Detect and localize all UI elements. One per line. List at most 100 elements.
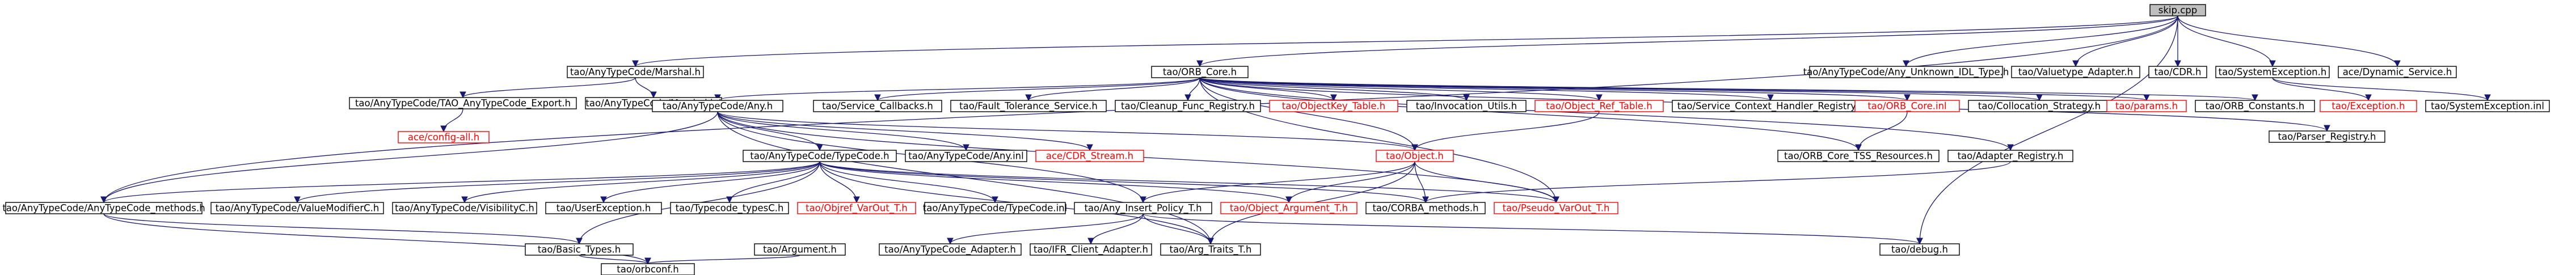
node-label: tao/AnyTypeCode/ValueModifierC.h bbox=[216, 203, 380, 214]
edge-any_insert-to-arg_traits bbox=[1142, 213, 1214, 245]
node-tao_export[interactable]: tao/AnyTypeCode/TAO_AnyTypeCode_Export.h bbox=[349, 97, 577, 109]
node-ace_cdr_stream[interactable]: ace/CDR_Stream.h bbox=[1035, 150, 1144, 162]
node-label: tao/Cleanup_Func_Registry.h bbox=[1121, 101, 1255, 112]
edge-typecode_h-to-tc_methods bbox=[100, 161, 820, 204]
node-any_unknown[interactable]: tao/AnyTypeCode/Any_Unknown_IDL_Type.h bbox=[1803, 66, 2009, 78]
node-orb_core_inl[interactable]: tao/ORB_Core.inl bbox=[1854, 100, 1960, 112]
edge-object_h-to-pseudo_varout bbox=[1414, 161, 1559, 204]
node-label: tao/Service_Context_Handler_Registry.h bbox=[1677, 101, 1864, 112]
edge-typecode_h-to-pseudo_varout bbox=[819, 161, 1559, 204]
node-label: tao/Valuetype_Adapter.h bbox=[2018, 67, 2133, 78]
node-sysexc_h[interactable]: tao/SystemException.h bbox=[2215, 66, 2330, 78]
edge-skip-to-debug_h bbox=[1916, 15, 2178, 245]
node-anytc_adapter[interactable]: tao/AnyTypeCode_Adapter.h bbox=[879, 243, 1022, 256]
node-label: tao/Object_Ref_Table.h bbox=[1546, 101, 1652, 112]
edge-skip-to-marshal_h bbox=[632, 15, 2178, 67]
node-label: tao/UserException.h bbox=[556, 203, 651, 214]
node-typecode_inl[interactable]: tao/AnyTypeCode/TypeCode.inl bbox=[923, 202, 1067, 214]
node-orbconf[interactable]: tao/orbconf.h bbox=[601, 263, 695, 275]
node-label: tao/Exception.h bbox=[2332, 101, 2405, 112]
node-parser_registry[interactable]: tao/Parser_Registry.h bbox=[2269, 130, 2385, 143]
edge-typecode_h-to-visibility bbox=[461, 161, 820, 204]
node-ft_service[interactable]: tao/Fault_Tolerance_Service.h bbox=[950, 100, 1107, 112]
node-basic_types[interactable]: tao/Basic_Types.h bbox=[525, 243, 634, 256]
node-exception_h[interactable]: tao/Exception.h bbox=[2320, 100, 2417, 112]
node-corba_methods[interactable]: tao/CORBA_methods.h bbox=[1365, 202, 1486, 214]
node-visibility[interactable]: tao/AnyTypeCode/VisibilityC.h bbox=[392, 202, 537, 214]
node-label: tao/orbconf.h bbox=[617, 264, 679, 275]
node-label: tao/CDR.h bbox=[2154, 67, 2201, 78]
edge-orb_core_h-to-ft_service bbox=[1025, 77, 1200, 101]
node-object_h[interactable]: tao/Object.h bbox=[1376, 150, 1454, 162]
edge-argument_h-to-orbconf bbox=[644, 255, 800, 265]
node-dynamic_service[interactable]: ace/Dynamic_Service.h bbox=[2338, 66, 2457, 78]
node-ifr_client_adapter[interactable]: tao/IFR_Client_Adapter.h bbox=[1030, 243, 1152, 256]
node-label: tao/debug.h bbox=[1891, 244, 1948, 255]
node-label: tao/Any_Insert_Policy_T.h bbox=[1084, 203, 1201, 214]
node-label: ace/CDR_Stream.h bbox=[1046, 151, 1133, 162]
node-valuemodifier[interactable]: tao/AnyTypeCode/ValueModifierC.h bbox=[210, 202, 384, 214]
node-box bbox=[652, 100, 783, 112]
node-params[interactable]: tao/params.h bbox=[2106, 100, 2187, 112]
node-userexception[interactable]: tao/UserException.h bbox=[545, 202, 662, 214]
node-any_inl[interactable]: tao/AnyTypeCode/Any.inl bbox=[905, 150, 1027, 162]
node-valuetype_adapter[interactable]: tao/Valuetype_Adapter.h bbox=[2011, 66, 2140, 78]
node-box bbox=[813, 100, 942, 112]
node-skip[interactable]: skip.cpp bbox=[2149, 4, 2206, 16]
node-label: tao/Object.h bbox=[1386, 151, 1444, 162]
edge-typecode_h-to-objref_varout bbox=[819, 161, 860, 204]
edge-orb_core_h-to-orb_core_inl bbox=[1199, 77, 1911, 101]
node-label: ace/Dynamic_Service.h bbox=[2343, 67, 2452, 78]
node-invocation_utils[interactable]: tao/Invocation_Utils.h bbox=[1406, 100, 1527, 112]
node-box bbox=[210, 202, 384, 214]
edge-orb_core_h-to-scx_handler bbox=[1199, 77, 1774, 101]
node-any_h[interactable]: tao/AnyTypeCode/Any.h bbox=[652, 100, 783, 112]
node-label: tao/ORB_Core.inl bbox=[1867, 101, 1946, 112]
node-objref_varout[interactable]: tao/Objref_VarOut_T.h bbox=[797, 202, 916, 214]
node-collocation[interactable]: tao/Collocation_Strategy.h bbox=[1968, 100, 2111, 112]
node-label: tao/ORB_Constants.h bbox=[2206, 101, 2305, 112]
node-cleanup_func[interactable]: tao/Cleanup_Func_Registry.h bbox=[1115, 100, 1261, 112]
node-tc_methods[interactable]: tao/AnyTypeCode/AnyTypeCode_methods.h bbox=[2, 202, 205, 214]
node-box bbox=[797, 202, 916, 214]
node-object_ref_table[interactable]: tao/Object_Ref_Table.h bbox=[1534, 100, 1664, 112]
node-typecode_h[interactable]: tao/AnyTypeCode/TypeCode.h bbox=[743, 150, 897, 162]
node-label: tao/Argument.h bbox=[763, 244, 837, 255]
node-debug_h[interactable]: tao/debug.h bbox=[1879, 243, 1960, 256]
edge-any_insert-to-anytc_adapter bbox=[947, 213, 1144, 245]
edge-basic_types-to-orbconf bbox=[579, 255, 651, 265]
node-pseudo_varout[interactable]: tao/Pseudo_VarOut_T.h bbox=[1494, 202, 1618, 214]
node-label: tao/Arg_Traits_T.h bbox=[1169, 244, 1251, 256]
node-label: tao/Parser_Registry.h bbox=[2278, 132, 2376, 143]
node-scx_handler[interactable]: tao/Service_Context_Handler_Registry.h bbox=[1672, 100, 1869, 112]
node-box bbox=[1854, 100, 1960, 112]
node-label: tao/Adapter_Registry.h bbox=[1958, 151, 2064, 162]
node-sysexc_inl[interactable]: tao/SystemException.inl bbox=[2425, 100, 2550, 112]
node-any_insert[interactable]: tao/Any_Insert_Policy_T.h bbox=[1074, 202, 1212, 214]
node-orb_core_h[interactable]: tao/ORB_Core.h bbox=[1151, 66, 1249, 78]
edge-marshal_h-to-tao_export bbox=[459, 77, 636, 99]
node-object_argument[interactable]: tao/Object_Argument_T.h bbox=[1220, 202, 1357, 214]
node-config_all[interactable]: ace/config-all.h bbox=[398, 131, 490, 143]
node-box bbox=[1406, 100, 1527, 112]
node-argument_h[interactable]: tao/Argument.h bbox=[754, 243, 846, 256]
node-box bbox=[924, 202, 1066, 214]
node-orb_core_tss[interactable]: tao/ORB_Core_TSS_Resources.h bbox=[1777, 150, 1940, 162]
node-typecode_types[interactable]: tao/Typecode_typesC.h bbox=[670, 202, 789, 214]
node-box bbox=[1151, 66, 1249, 78]
edge-adapter_registry-to-corba_methods bbox=[1422, 161, 2011, 204]
edge-skip-to-valuetype_adapter bbox=[2072, 15, 2178, 67]
edge-skip-to-orb_core_h bbox=[1196, 15, 2178, 67]
edge-typecode_h-to-userexception bbox=[600, 161, 820, 204]
node-arg_traits[interactable]: tao/Arg_Traits_T.h bbox=[1160, 243, 1261, 256]
node-box bbox=[5, 202, 203, 214]
node-marshal_h[interactable]: tao/AnyTypeCode/Marshal.h bbox=[567, 66, 704, 78]
node-box bbox=[2106, 100, 2187, 112]
node-adapter_registry[interactable]: tao/Adapter_Registry.h bbox=[1947, 150, 2073, 162]
edge-typecode_h-to-typecode_inl bbox=[819, 161, 998, 204]
node-orb_constants[interactable]: tao/ORB_Constants.h bbox=[2195, 100, 2315, 112]
node-objectkey_table[interactable]: tao/ObjectKey_Table.h bbox=[1269, 100, 1398, 112]
node-label: ace/config-all.h bbox=[408, 132, 479, 143]
node-service_callbacks[interactable]: tao/Service_Callbacks.h bbox=[813, 100, 942, 112]
node-cdr_h[interactable]: tao/CDR.h bbox=[2148, 66, 2207, 78]
